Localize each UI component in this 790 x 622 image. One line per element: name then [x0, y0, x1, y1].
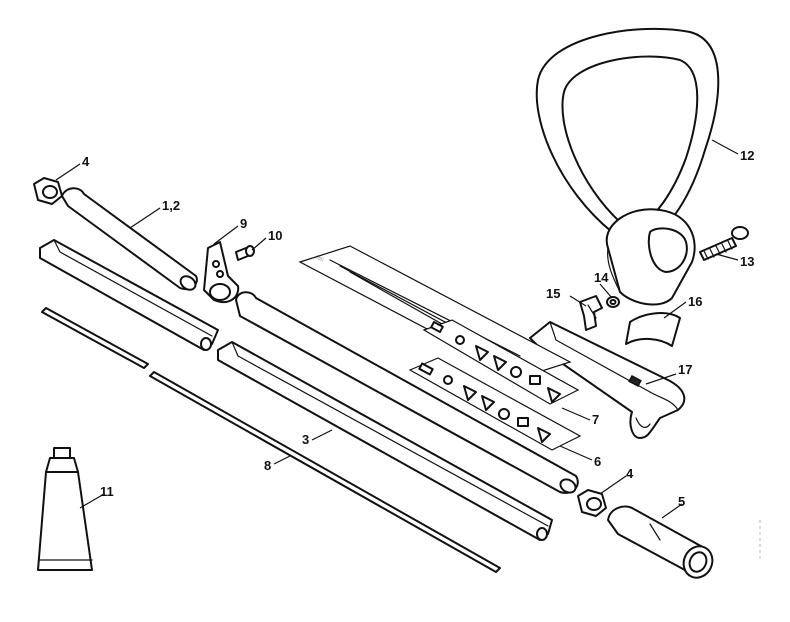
callout-11: 11: [100, 484, 114, 499]
small-screw: [235, 245, 255, 261]
callout-10: 10: [268, 228, 282, 243]
decal-strips: ⁞⁞⁞⁞⁞⁞: [298, 245, 582, 451]
callout-9: 9: [240, 216, 247, 231]
callout-4-bottom: 4: [626, 466, 634, 481]
svg-text:⁞⁞⁞⁞⁞⁞: ⁞⁞⁞⁞⁞⁞: [314, 254, 324, 263]
callout-6: 6: [594, 454, 601, 469]
rubber-sleeve: [625, 312, 681, 347]
callout-17: 17: [678, 362, 692, 377]
callout-4-top: 4: [82, 154, 90, 169]
grease-tube: [37, 447, 93, 571]
main-tube: [235, 291, 579, 494]
leader-lines: [55, 139, 739, 519]
nut-top: [33, 177, 63, 205]
callout-16: 16: [688, 294, 702, 309]
callout-14: 14: [594, 270, 609, 285]
drive-shaft: [41, 307, 501, 573]
nut-bottom: [577, 489, 607, 517]
handle-support: [529, 321, 686, 439]
callout-7: 7: [592, 412, 599, 427]
wing-nut: [579, 295, 603, 331]
callout-3: 3: [302, 432, 309, 447]
callout-12: 12: [740, 148, 754, 163]
long-screw: [699, 226, 749, 261]
short-tube: [61, 187, 198, 291]
callout-13: 13: [740, 254, 754, 269]
callout-5: 5: [678, 494, 685, 509]
upper-channel: [39, 239, 219, 351]
callout-15: 15: [546, 286, 560, 301]
washer: [606, 296, 620, 308]
loop-handle: [535, 27, 720, 306]
callout-1-2: 1,2: [162, 198, 180, 213]
clamp: [203, 241, 240, 304]
callout-numbers: 4 1,2 9 10 12 13 14 15 16 17 7 6 3 8 11 …: [82, 148, 754, 509]
coupling-sleeve: [607, 505, 714, 579]
lower-channel: [217, 341, 553, 541]
callout-8: 8: [264, 458, 271, 473]
